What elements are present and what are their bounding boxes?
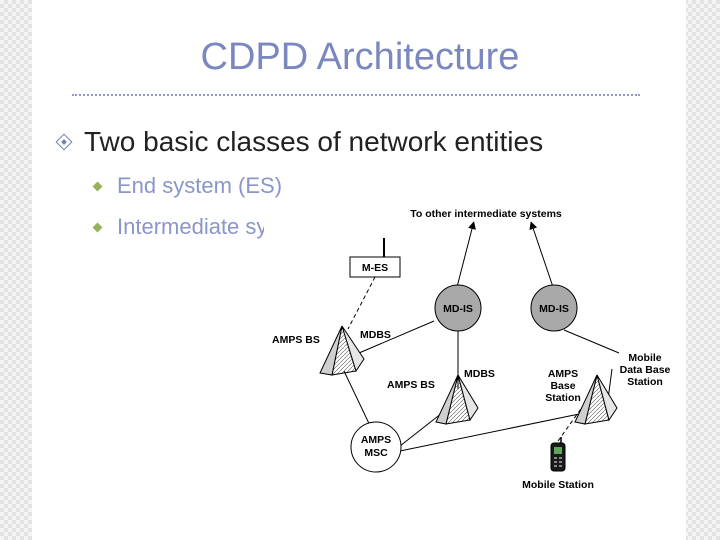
- amps-msc-label-1: AMPS: [361, 434, 391, 446]
- mobile-db-station-label-2: Data Base: [620, 364, 671, 376]
- sub-bullet-text: End system (ES): [117, 173, 283, 198]
- bullet-item-1: Two basic classes of network entities: [55, 126, 544, 158]
- amps-bs-left-label: AMPS BS: [272, 334, 320, 346]
- diagram-background: [264, 203, 685, 490]
- arrow-to-other-is-left: [456, 221, 476, 288]
- link-bs-left-to-md-is: [358, 320, 435, 354]
- md-is-left-label: MD-IS: [443, 303, 473, 315]
- link-msc-to-bs-center: [399, 412, 443, 447]
- mobile-db-station-label-1: Mobile: [628, 352, 661, 364]
- arrow-to-other-is-right: [529, 221, 554, 288]
- mobile-db-station-label-3: Station: [627, 376, 663, 388]
- slide-title: CDPD Architecture: [200, 36, 520, 78]
- amps-base-station-label-1: AMPS: [548, 368, 578, 380]
- m-es-label: M-ES: [362, 262, 388, 274]
- diamond-bullet-icon: [92, 181, 103, 191]
- amps-msc-label-2: MSC: [364, 447, 388, 459]
- amps-msc-node: [350, 421, 402, 473]
- diagram-canvas: To other intermediate systems M-ES MD-IS…: [264, 203, 685, 490]
- amps-base-station-label-2: Base: [550, 380, 575, 392]
- base-station-left-icon: [319, 325, 365, 376]
- top-label: To other intermediate systems: [410, 208, 562, 220]
- base-station-right-icon: [574, 374, 618, 425]
- diamond-bullet-icon: [92, 222, 103, 232]
- base-station-center-icon: [435, 374, 479, 425]
- md-is-left-node: [434, 284, 482, 332]
- mdbs-left-label: MDBS: [360, 329, 391, 341]
- md-is-right-node: [530, 284, 578, 332]
- sub-bullet-item-1: End system (ES): [92, 173, 283, 199]
- md-is-right-label: MD-IS: [539, 303, 569, 315]
- link-md-is-right: [563, 329, 620, 354]
- bullet-text: Two basic classes of network entities: [84, 126, 544, 157]
- link-msc-to-bs-right: [399, 412, 585, 452]
- mobile-phone-icon: [550, 437, 566, 472]
- amps-bs-center-label: AMPS BS: [387, 379, 435, 391]
- m-es-radio-link: [347, 276, 376, 330]
- mdbs-center-label: MDBS: [464, 368, 495, 380]
- amps-base-station-label-3: Station: [545, 392, 581, 404]
- diamond-bullet-icon: [55, 133, 73, 151]
- cdpd-diagram: To other intermediate systems M-ES MD-IS…: [264, 203, 685, 490]
- title-divider: [72, 94, 640, 96]
- mobile-station-label: Mobile Station: [522, 479, 594, 490]
